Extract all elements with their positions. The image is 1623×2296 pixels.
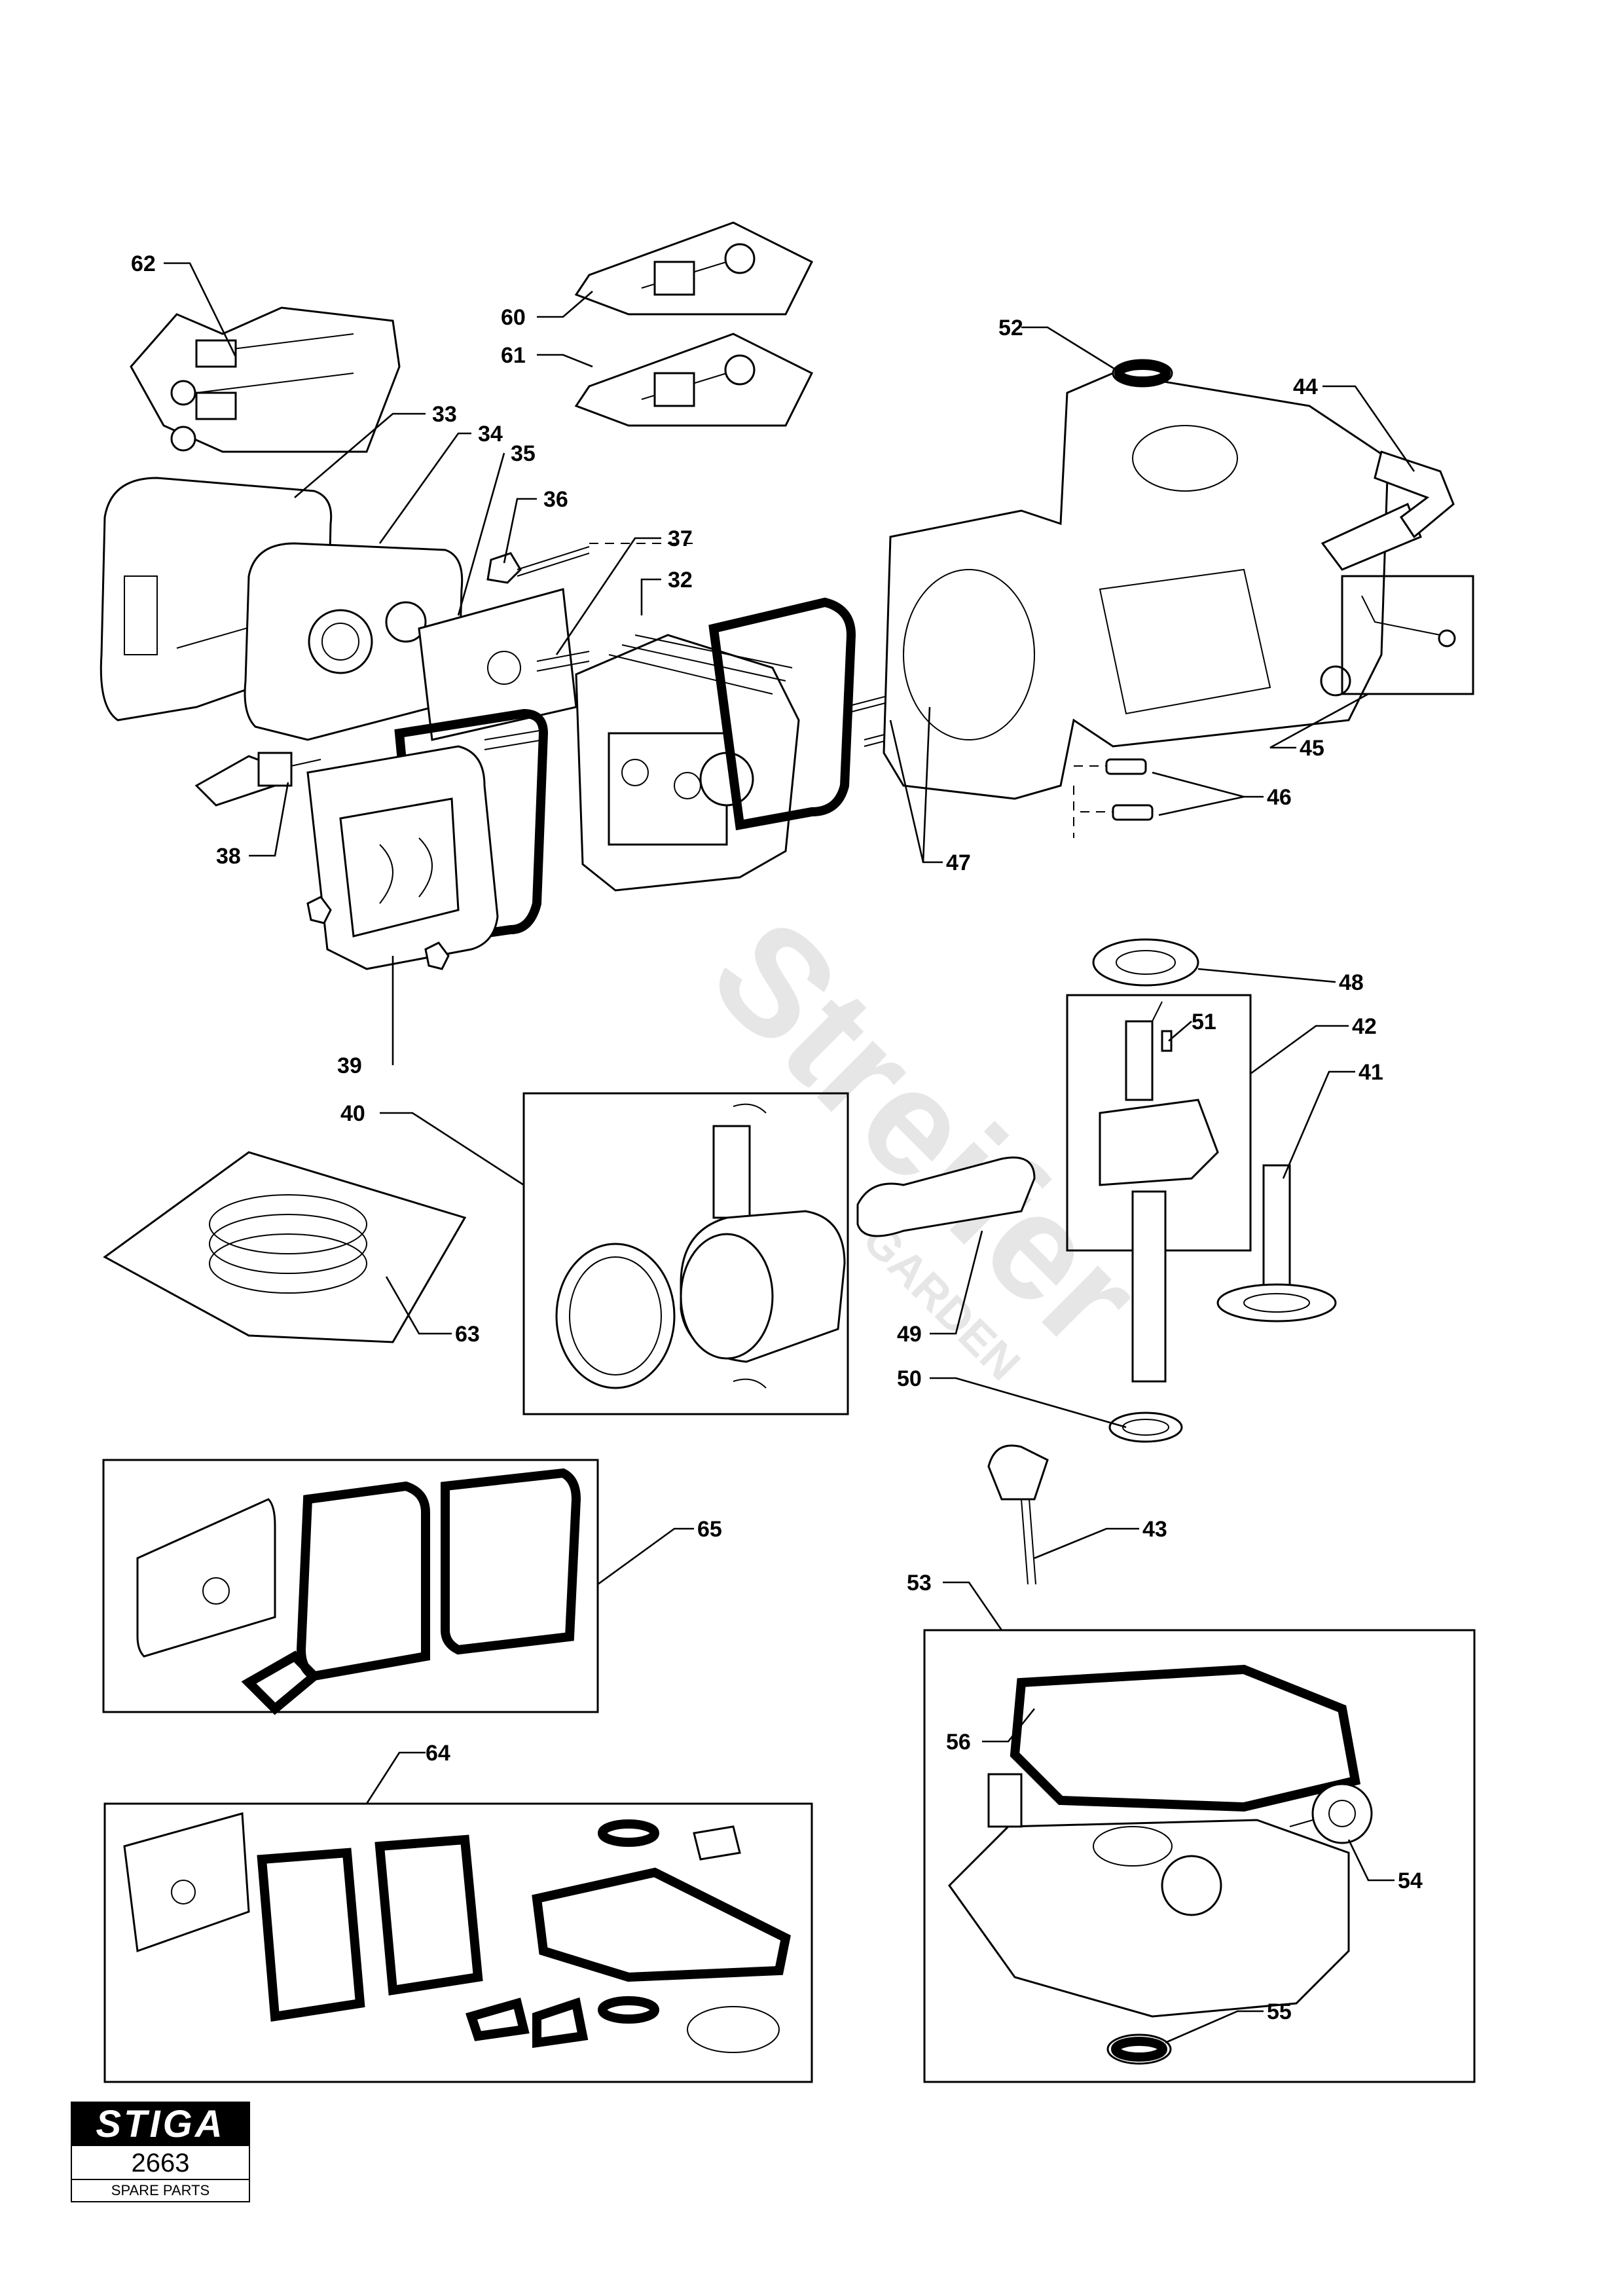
part-49-connecting-rod xyxy=(856,1156,1036,1237)
part-40-piston xyxy=(555,1103,846,1389)
callout-55: 55 xyxy=(1267,1999,1292,2024)
callout-38: 38 xyxy=(216,844,241,869)
part-48-bearing xyxy=(1092,938,1199,987)
callout-39: 39 xyxy=(337,1053,362,1078)
callout-36: 36 xyxy=(543,487,568,512)
callout-45: 45 xyxy=(1300,736,1324,761)
callout-63: 63 xyxy=(455,1322,480,1347)
part-63-piston-rings xyxy=(103,1151,467,1343)
part-50-washer xyxy=(1108,1412,1183,1443)
part-60-valve-kit xyxy=(574,221,814,316)
callout-53: 53 xyxy=(907,1571,932,1595)
part-35-exhaust-gasket xyxy=(418,588,577,741)
callout-50: 50 xyxy=(897,1366,922,1391)
callout-61: 61 xyxy=(501,343,526,368)
part-43-dipstick xyxy=(987,1444,1049,1585)
spare-parts-label: SPARE PARTS xyxy=(111,2182,210,2198)
callout-43: 43 xyxy=(1142,1517,1167,1542)
part-head-gasket xyxy=(708,597,856,831)
callout-labels: 62 60 61 52 44 33 34 35 36 37 32 45 46 4… xyxy=(131,251,1423,2024)
part-32-cylinder-head xyxy=(575,634,800,892)
callout-52: 52 xyxy=(998,316,1023,340)
callout-40: 40 xyxy=(340,1101,365,1126)
callout-64: 64 xyxy=(426,1741,450,1766)
part-38-spark-plug xyxy=(194,752,321,807)
stiga-logo: STIGA xyxy=(72,2103,249,2146)
part-44-breather-hose xyxy=(1321,450,1455,571)
part-45-breather-kit-box xyxy=(1341,575,1474,695)
callout-62: 62 xyxy=(131,251,156,276)
part-41-camshaft xyxy=(1216,1164,1337,1322)
callout-65: 65 xyxy=(697,1517,722,1542)
part-40-piston-box xyxy=(522,1092,849,1415)
part-34-muffler xyxy=(244,542,464,741)
callout-44: 44 xyxy=(1293,374,1318,399)
part-42-crankshaft xyxy=(1099,1001,1219,1383)
callout-54: 54 xyxy=(1398,1868,1423,1893)
stiga-logo-box: STIGA 2663 SPARE PARTS xyxy=(71,2102,250,2202)
part-61-valve-kit xyxy=(574,333,814,427)
callout-47: 47 xyxy=(946,850,971,875)
callout-42: 42 xyxy=(1352,1014,1377,1039)
part-39-cover-gasket xyxy=(394,708,549,948)
callout-34: 34 xyxy=(478,422,503,446)
part-55-oil-seal xyxy=(1106,2033,1172,2065)
part-64-gasket-kit xyxy=(103,1802,813,2083)
callout-33: 33 xyxy=(432,402,457,427)
callout-37: 37 xyxy=(668,526,693,551)
part-46-dowel-pins xyxy=(1073,758,1154,838)
callout-51: 51 xyxy=(1192,1010,1216,1034)
diagram-code: 2663 xyxy=(72,2147,249,2180)
part-52-oil-seal xyxy=(1112,359,1173,388)
part-54-governor xyxy=(1289,1783,1373,1844)
callout-41: 41 xyxy=(1359,1060,1383,1085)
callout-60: 60 xyxy=(501,305,526,330)
part-65-gasket-set xyxy=(102,1459,599,1715)
callout-56: 56 xyxy=(946,1730,971,1755)
callout-46: 46 xyxy=(1267,785,1292,810)
part-62-bolt-kit xyxy=(130,306,401,453)
part-53-sump-box xyxy=(923,1629,1476,2083)
part-crankcase xyxy=(883,372,1389,800)
part-37-studs xyxy=(484,651,590,750)
callout-32: 32 xyxy=(668,568,693,592)
callout-48: 48 xyxy=(1339,970,1364,995)
part-39-valve-cover xyxy=(306,745,499,970)
part-51-key xyxy=(1161,1030,1173,1052)
part-36-bolt xyxy=(486,543,694,584)
callout-35: 35 xyxy=(511,441,536,466)
part-53-sump xyxy=(948,1773,1350,2018)
callout-leaders xyxy=(164,262,1415,2044)
callout-49: 49 xyxy=(897,1322,922,1347)
